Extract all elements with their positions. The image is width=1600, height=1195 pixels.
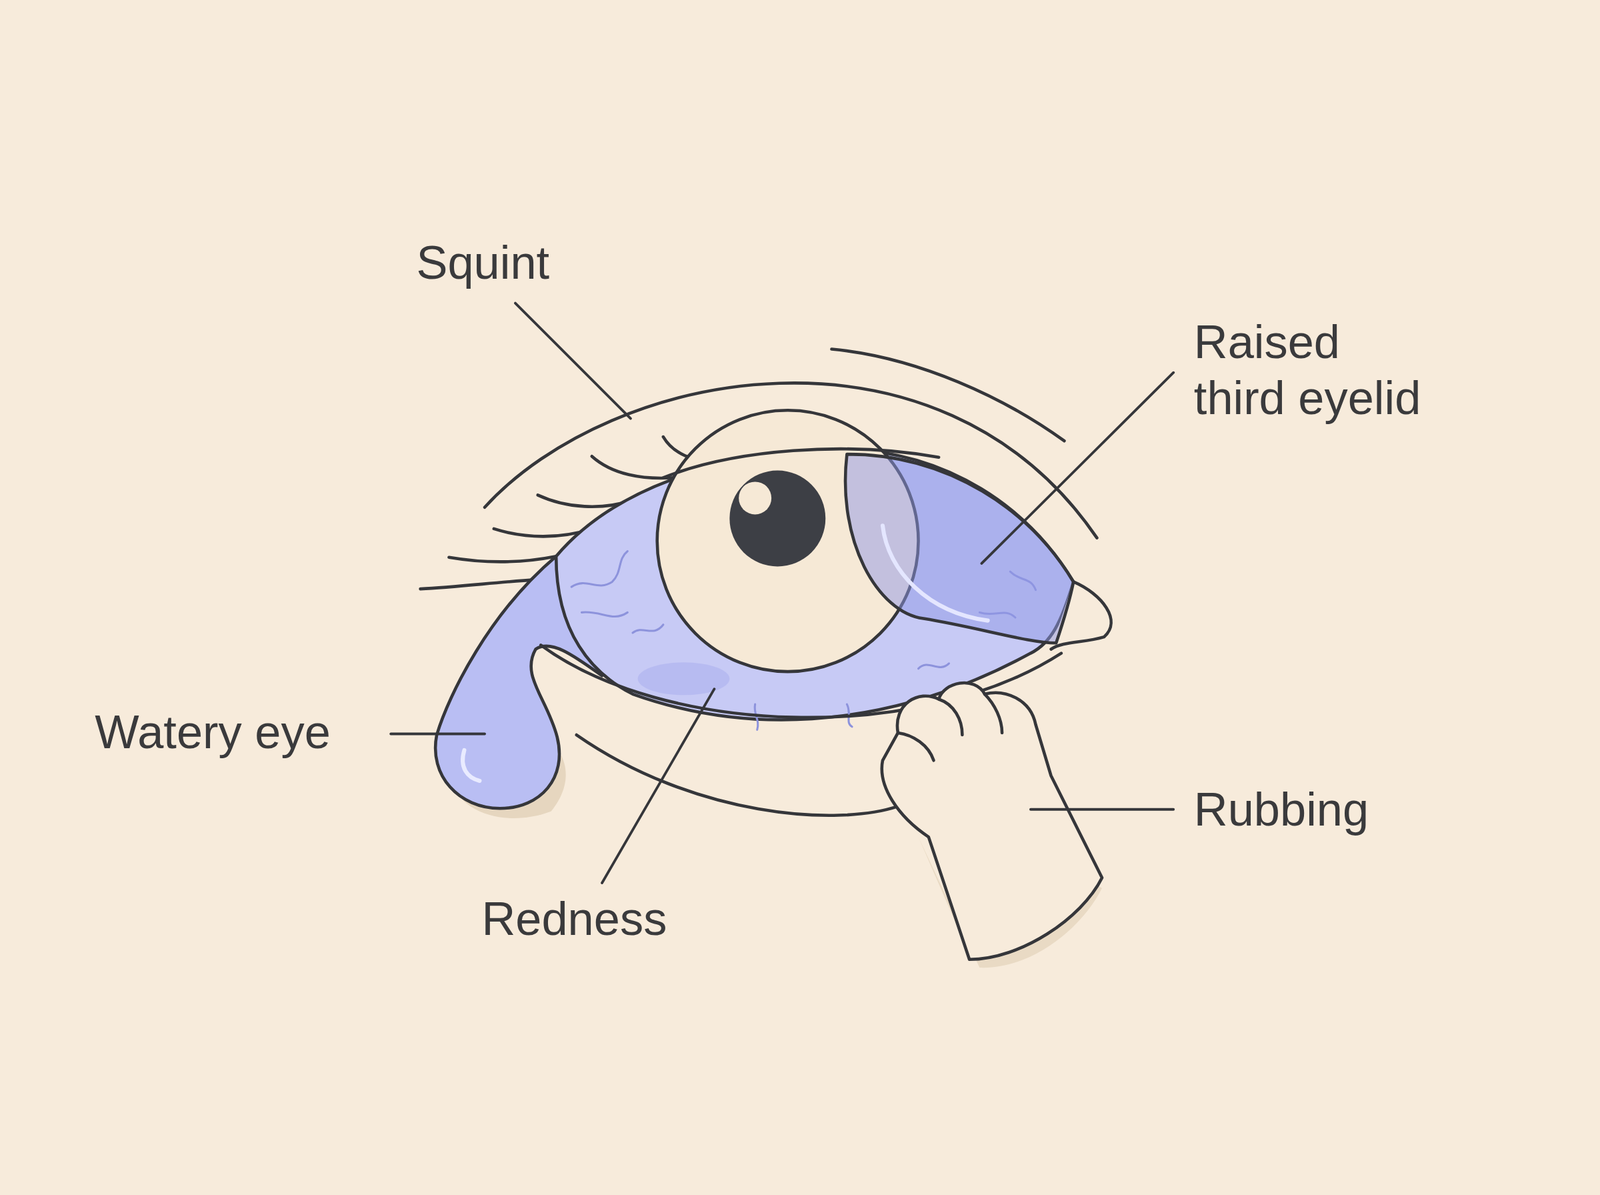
lash bbox=[420, 579, 536, 589]
tear-highlight bbox=[462, 750, 480, 781]
leader-line bbox=[602, 688, 714, 883]
leader-lines bbox=[390, 303, 1174, 883]
third-eyelid-shine bbox=[882, 525, 988, 620]
third-eyelid bbox=[845, 454, 1074, 643]
leader-line bbox=[1030, 808, 1174, 811]
leader-line bbox=[390, 732, 485, 736]
paw bbox=[882, 682, 1102, 960]
lower-lid bbox=[576, 734, 898, 816]
callout-label: Rubbing bbox=[1194, 781, 1369, 838]
lash bbox=[592, 456, 674, 478]
leader-line bbox=[981, 372, 1174, 564]
upper-lid bbox=[663, 448, 939, 478]
redness-patch bbox=[638, 662, 730, 695]
callout-label: Raised third eyelid bbox=[1194, 314, 1435, 427]
brow-arc bbox=[831, 348, 1064, 441]
pupil-highlight bbox=[738, 481, 772, 514]
callout-label: Watery eye bbox=[94, 704, 330, 760]
leader-line bbox=[515, 303, 631, 419]
paw-toes bbox=[898, 694, 1002, 760]
pupil bbox=[729, 470, 826, 567]
lash bbox=[448, 556, 556, 562]
callout-label: Redness bbox=[481, 890, 667, 947]
callout-label: Squint bbox=[416, 234, 550, 291]
